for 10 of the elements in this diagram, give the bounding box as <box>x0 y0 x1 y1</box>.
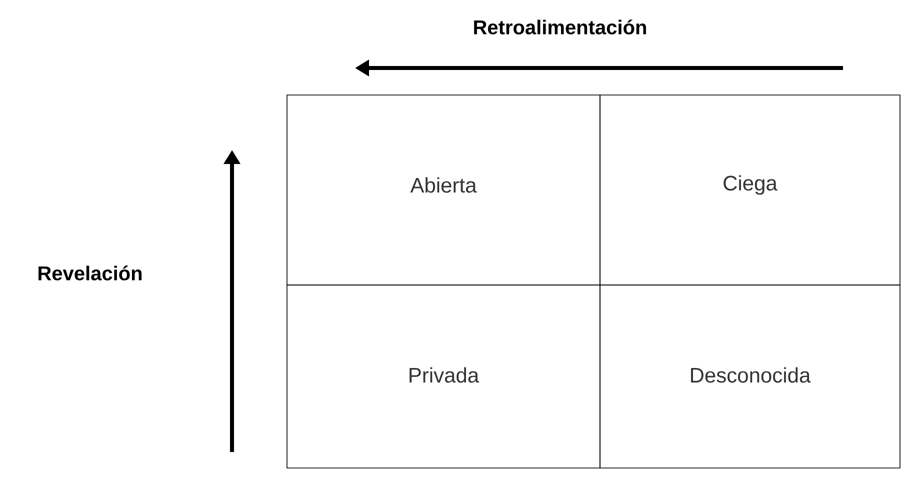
cell-label: Abierta <box>410 177 477 193</box>
grid-cell <box>286 94 600 286</box>
grid-cell <box>286 284 600 468</box>
cell-label: Privada <box>410 367 480 383</box>
axis-label: Retroalimentación <box>474 20 646 34</box>
axis-label: Revelación <box>38 266 142 280</box>
grid-cell <box>600 284 900 468</box>
cell-label: Desconocida <box>691 367 811 383</box>
grid-cell <box>600 94 900 286</box>
cell-label: Ciega <box>724 175 778 195</box>
